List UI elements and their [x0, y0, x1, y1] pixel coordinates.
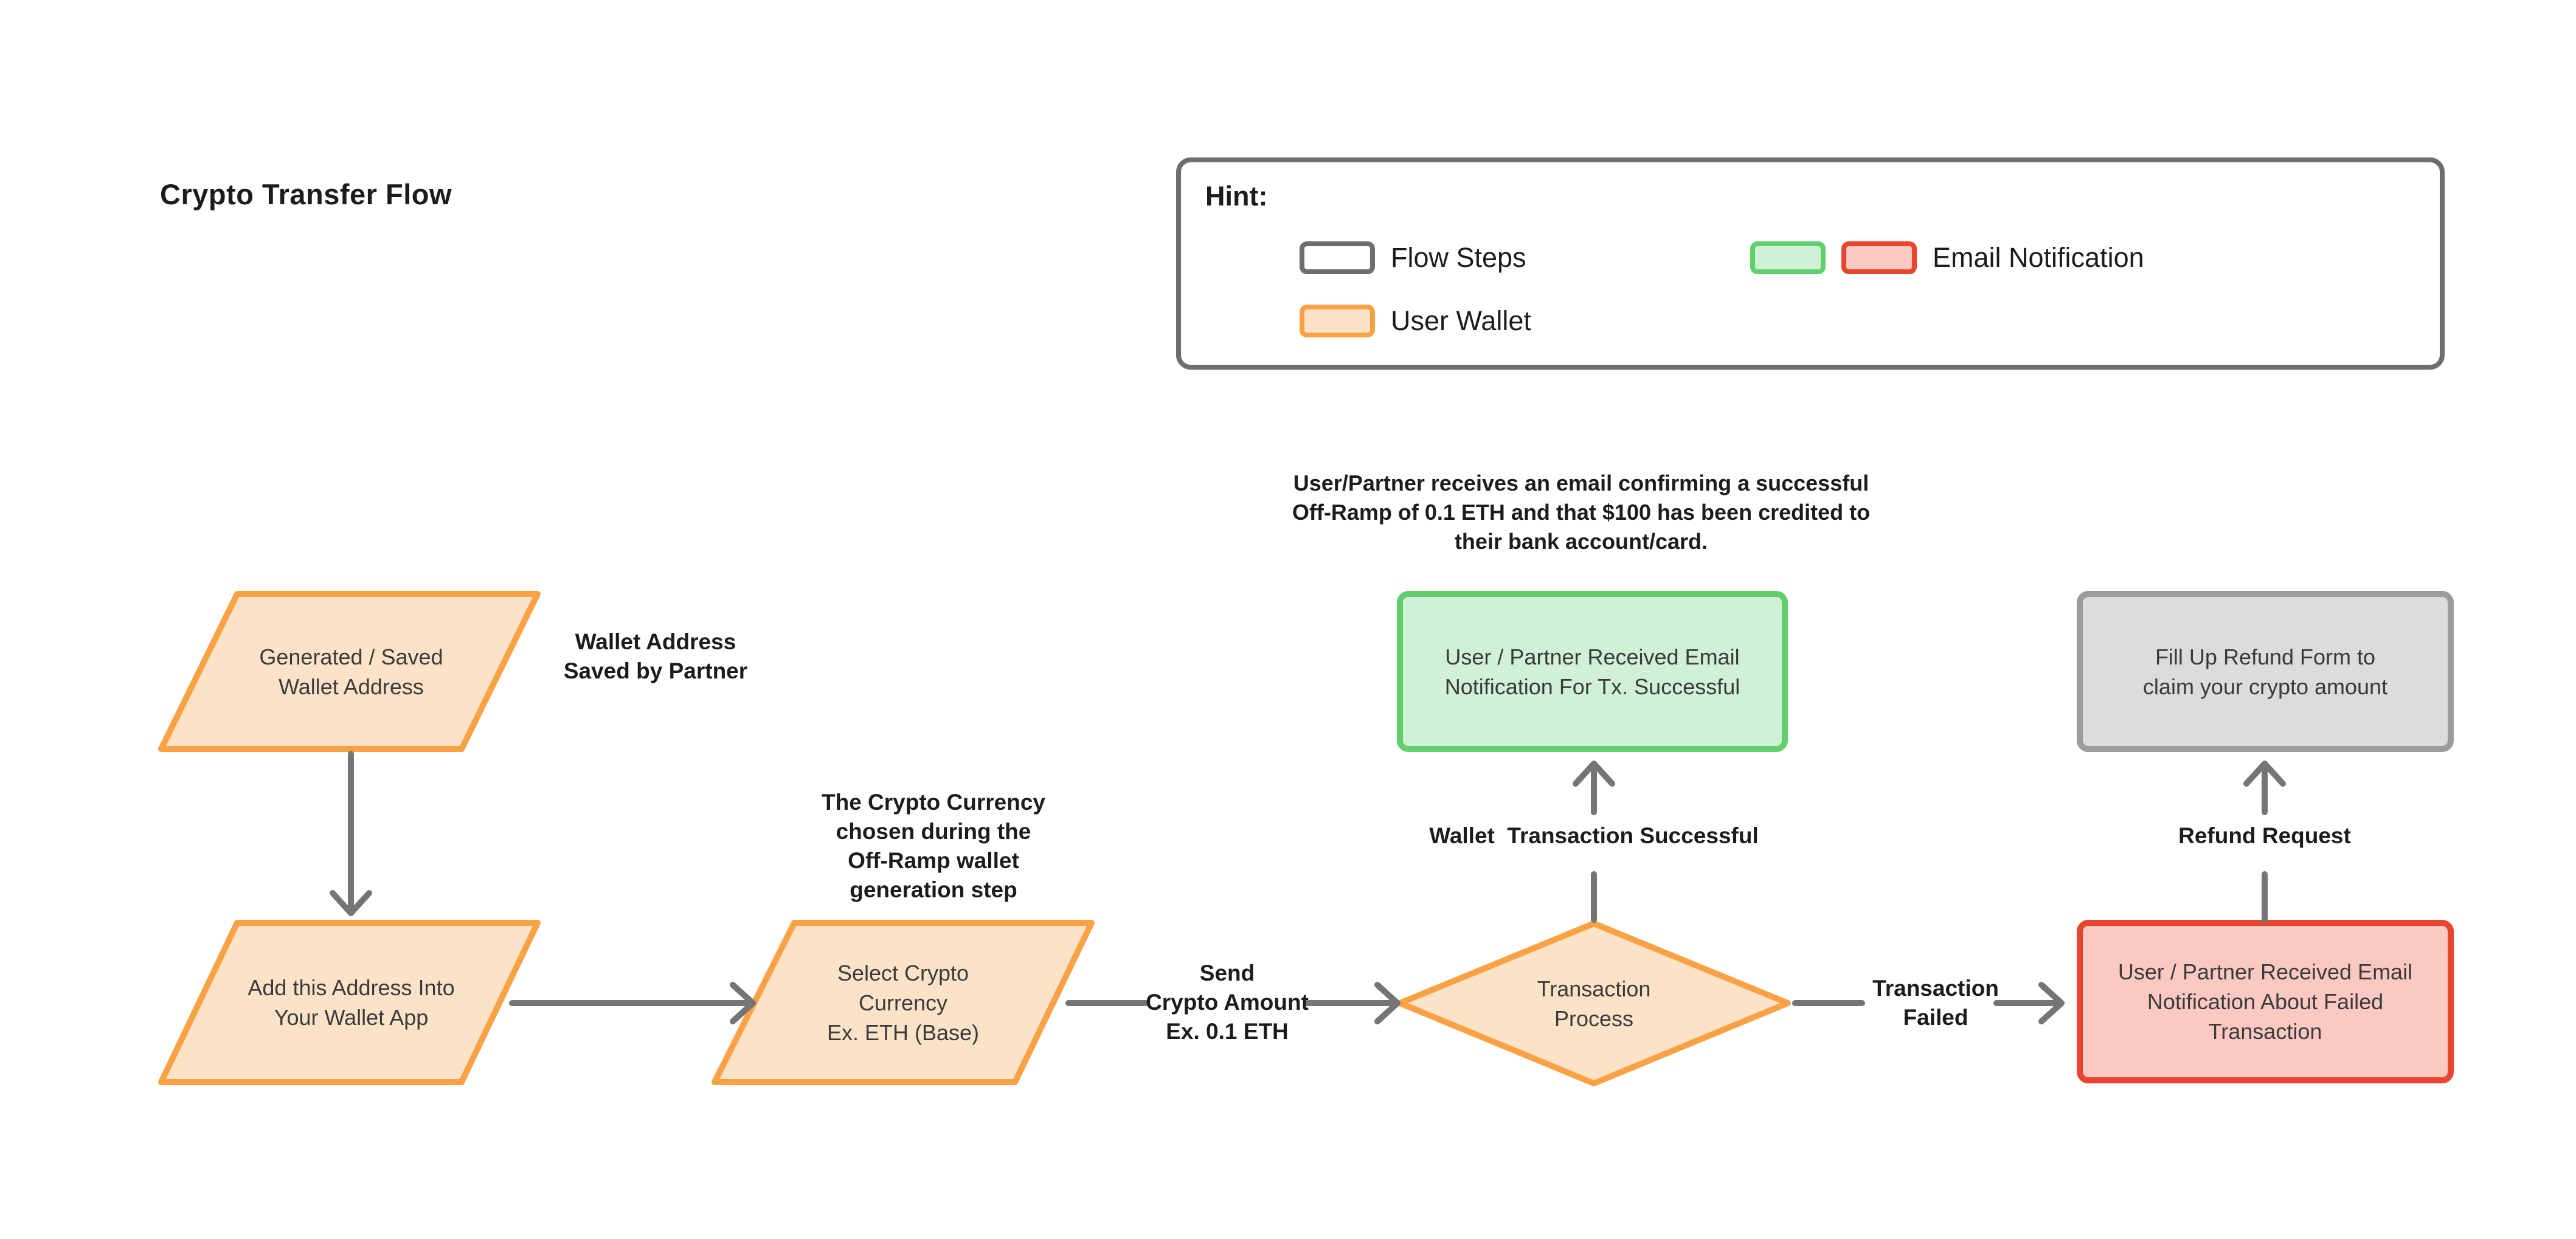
legend-item-flow-steps: Flow Steps [1300, 241, 1526, 274]
node-transaction-process-shape [1397, 920, 1791, 1086]
legend-title: Hint: [1205, 181, 1268, 212]
legend-item-label: Email Notification [1933, 242, 2144, 273]
email-success-swatch [1750, 241, 1826, 274]
legend-box: Hint: Flow Steps Email Notification User… [1176, 157, 2445, 370]
legend-item-label: User Wallet [1391, 305, 1531, 336]
node-tx-success-email-shape [1397, 591, 1788, 752]
node-add-address-shape [158, 920, 541, 1085]
arrow-generated-to-add [330, 751, 372, 916]
arrow-failed-to-refund [2243, 761, 2286, 923]
page-title: Crypto Transfer Flow [160, 178, 452, 210]
node-generated-wallet-shape [158, 591, 541, 752]
arrow-select-to-process [1065, 982, 1401, 1024]
legend-item-email-notification: Email Notification [1750, 241, 2144, 274]
node-refund-form-shape [2077, 591, 2454, 752]
user-wallet-swatch [1300, 305, 1375, 337]
node-select-crypto-shape [712, 920, 1095, 1085]
arrow-process-to-failed [1792, 982, 2065, 1024]
legend-item-user-wallet: User Wallet [1300, 305, 1531, 337]
legend-item-label: Flow Steps [1391, 242, 1526, 273]
node-tx-failed-email-shape [2077, 920, 2454, 1083]
arrow-add-to-select [509, 982, 756, 1024]
flow-steps-swatch [1300, 241, 1375, 274]
arrow-process-to-success [1573, 761, 1615, 923]
email-failed-swatch [1841, 241, 1917, 274]
